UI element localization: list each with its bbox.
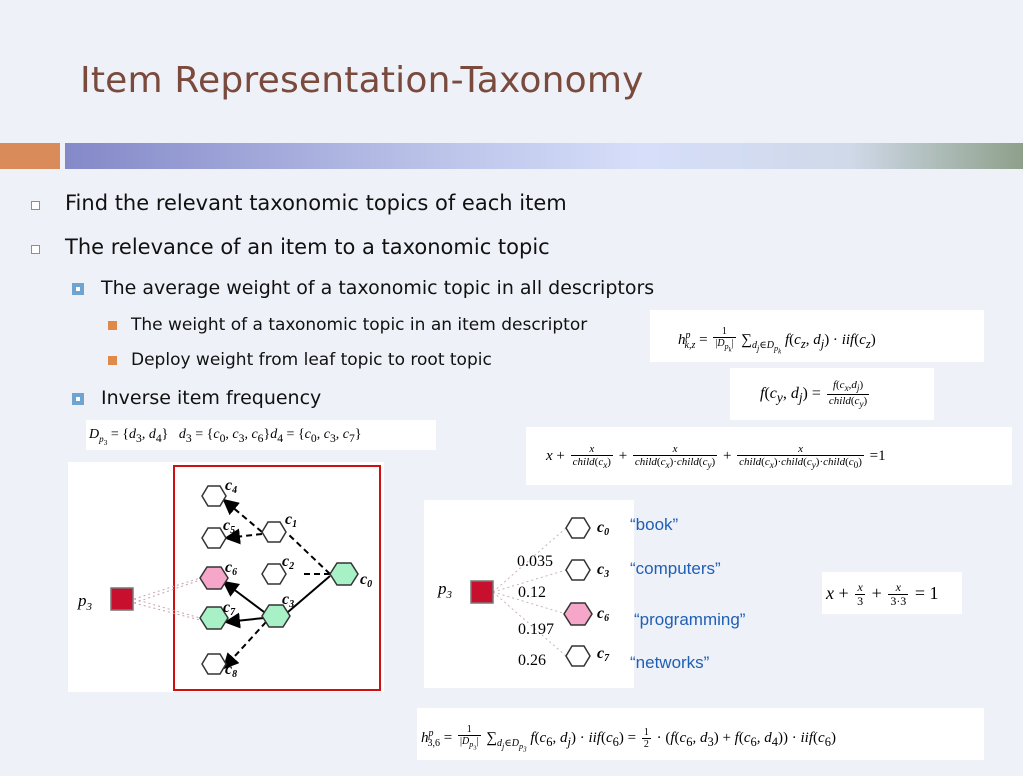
bullet-square-icon [31,245,40,254]
weight-last: 0.26 [518,652,546,669]
svg-text:c8: c8 [225,661,237,680]
svg-text:c5: c5 [223,517,235,536]
topic-node-c2 [261,563,287,585]
topic-node-c8 [201,653,227,675]
svg-text:c0: c0 [360,571,372,590]
weight-c7: 0.197 [518,621,554,638]
svg-text:c2: c2 [282,553,294,572]
bullet-square-icon [31,201,40,210]
formula-average-weight: hpk,z = 1|Dpk| ∑dj∈Dpk f(cz, dj) · iif(c… [650,310,984,362]
descriptor-region-box [173,465,381,691]
svg-text:c4: c4 [225,477,237,496]
topic-label-networks: “networks” [630,653,710,672]
topic-node-c7 [565,645,591,667]
svg-text:c7: c7 [223,599,236,618]
weighted-topic-diagram: p3 c0 c3 c6 c7 0.035 0.12 0.197 0.26 [424,500,634,688]
header-gradient-bar [65,143,1023,169]
page-title: Item Representation-Taxonomy [80,60,644,101]
topic-label-computers: “computers” [630,559,721,578]
topic-node-c7 [199,606,229,630]
weight-c6: 0.12 [518,584,546,601]
topic-label-programming: “programming” [634,610,746,629]
topic-node-c5 [201,527,227,549]
topic-node-c6 [563,602,593,626]
topic-node-c6 [199,566,229,590]
svg-text:c6: c6 [225,559,237,578]
sub-sub-bullet-square-icon [108,321,117,330]
svg-text:c1: c1 [285,511,297,530]
formula-descriptor-sets: Dp3 = {d3, d4} d3 = {c0, c3, c6}d4 = {c0… [86,420,436,450]
bullet-relevance: The relevance of an item to a taxonomic … [65,235,550,259]
svg-text:c3: c3 [597,561,609,580]
svg-text:c6: c6 [597,605,609,624]
topic-label-book: “book” [630,515,679,534]
formula-deploy-weight: f(cy, dj) = f(cx,dj)child(cy) [730,368,934,420]
svg-text:c0: c0 [597,519,609,538]
item-node-p3 [110,587,134,611]
bullet-find-topics: Find the relevant taxonomic topics of ea… [65,191,567,215]
sub-bullet-square-icon [72,283,84,295]
svg-text:c7: c7 [597,645,610,664]
topic-node-c3 [565,559,591,581]
bullet-deploy-weight: Deploy weight from leaf topic to root to… [131,350,492,370]
svg-text:c3: c3 [282,591,294,610]
formula-example-h36: hp3,6 = 1|Dp3| ∑dj∈Dp3 f(c6, dj) · iif(c… [417,708,984,760]
topic-node-c3 [261,604,291,628]
weight-c3: 0.035 [517,553,553,570]
topic-node-c0 [565,517,591,539]
item-label-p3: p3 [437,579,453,601]
topic-node-c1 [261,521,287,543]
bullet-weight-descriptor: The weight of a taxonomic topic in an it… [131,315,588,335]
sub-sub-bullet-square-icon [108,356,117,365]
item-label-p3: p3 [77,591,93,613]
topic-node-c0 [329,562,359,586]
topic-node-c4 [201,485,227,507]
sub-bullet-square-icon [72,393,84,405]
bullet-inverse-frequency: Inverse item frequency [101,387,322,409]
bullet-average-weight: The average weight of a taxonomic topic … [101,277,655,299]
taxonomy-tree-diagram: p3 c4 c5 c1 c2 c6 c3 c7 c0 c8 [68,462,384,692]
item-node-p3 [470,580,494,604]
header-accent-bar [0,143,60,169]
